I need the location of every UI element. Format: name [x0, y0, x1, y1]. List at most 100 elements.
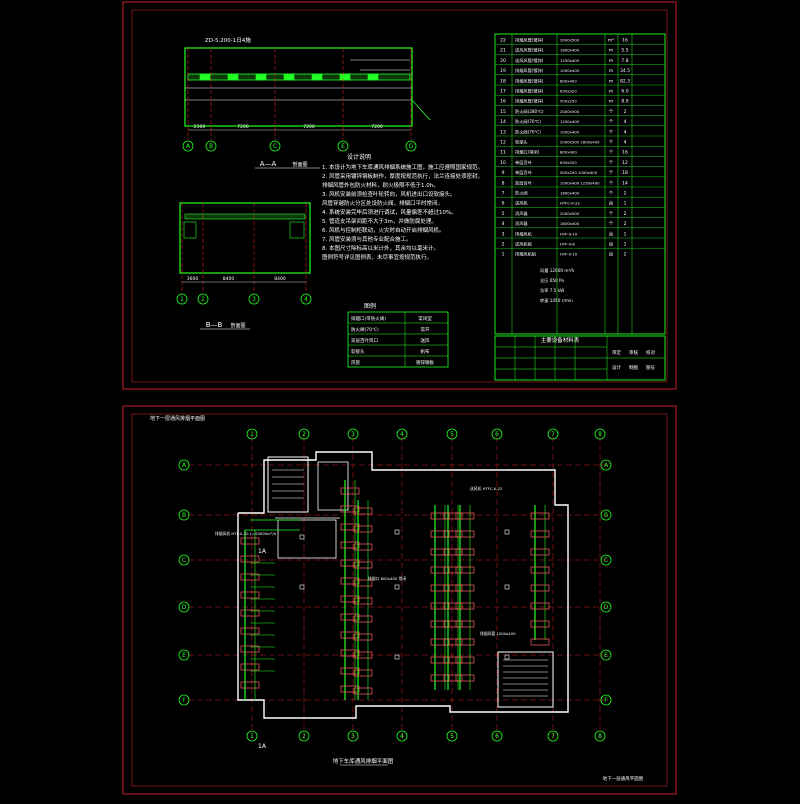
plan-axis-bottom-bubble — [396, 730, 408, 742]
column-marker — [504, 654, 510, 660]
equipment-no: 11 — [500, 150, 506, 156]
equipment-unit: 台 — [609, 241, 614, 248]
equipment-no: 13 — [500, 129, 506, 135]
equipment-qty: 2 — [624, 191, 627, 197]
plan-axis-top-bubble — [347, 428, 359, 440]
duct-run-b-outlet — [340, 631, 360, 639]
duct-run-c-outlet — [353, 687, 373, 695]
equipment-qty: 2 — [624, 211, 627, 217]
equipment-no: 15 — [500, 109, 506, 115]
bb-section-outline — [179, 202, 311, 274]
aa-axis-bubble — [269, 140, 281, 152]
column-marker — [299, 584, 305, 590]
title-block-cell: 校对 — [646, 349, 655, 356]
equipment-name: 防火阀(280℃) — [515, 108, 544, 115]
bb-duct-band — [184, 213, 306, 220]
equipment-name: 消声器 — [515, 220, 528, 227]
equipment-name: 双层百叶 — [515, 179, 533, 186]
duct-run-c-outlet — [353, 597, 373, 605]
aa-title: A—A — [260, 160, 277, 168]
equipment-unit: 个 — [609, 170, 614, 176]
equipment-qty: 2 — [624, 109, 627, 115]
duct-run-a-outlet — [240, 681, 260, 689]
duct-run-d-outlet — [430, 656, 450, 664]
equipment-unit: m — [609, 79, 613, 84]
aa-axis-bubble — [182, 140, 194, 152]
plan-axis-left-label: B — [182, 512, 186, 519]
duct-run-b-outlet — [340, 541, 360, 549]
legend-row-symbol: 帆布 — [421, 348, 430, 355]
plan-axis-bottom-label: 1 — [250, 733, 254, 740]
equipment-name: 排烟风机 — [515, 230, 533, 237]
equipment-spec: 2000x500 1600x400 — [560, 140, 600, 145]
plan-axis-top-label: 5 — [450, 431, 454, 438]
aa-duct-segment — [199, 73, 211, 81]
equipment-spec: 2000x500 — [560, 211, 580, 216]
equipment-name: 排烟口(常闭) — [515, 149, 540, 156]
bb-fan — [289, 221, 305, 239]
duct-run-b-outlet — [340, 523, 360, 531]
plan-axis-bottom-label: 4 — [400, 733, 404, 740]
aa-ramp-edge — [411, 99, 431, 121]
plan-axis-top-label: 6 — [495, 431, 499, 438]
duct-run-c-outlet — [353, 651, 373, 659]
duct-run-f-outlet — [455, 566, 475, 574]
plan-axis-bottom-label: 3 — [351, 733, 355, 740]
bb-subtitle: 剖面图 — [230, 322, 245, 329]
equipment-qty: 34.5 — [620, 68, 630, 74]
equipment-qty: 1 — [624, 242, 627, 248]
aa-dim-text: 7200 — [237, 124, 249, 130]
plan-axis-right-label: B — [604, 512, 608, 519]
bb-axis-label: 1 — [180, 296, 184, 303]
equipment-qty: 2 — [624, 252, 627, 258]
duct-run-a-outlet — [240, 609, 260, 617]
duct-run-e-outlet — [443, 512, 463, 520]
duct-run-f-outlet — [455, 584, 475, 592]
plan-axis-left-bubble — [178, 649, 190, 661]
equipment-name: 软接头 — [515, 139, 528, 146]
equipment-unit: 个 — [609, 180, 614, 186]
duct-run-b-outlet — [340, 667, 360, 675]
title-block-cell: 审定 — [612, 349, 621, 356]
equipment-spec: 2000x500 — [560, 109, 580, 114]
equipment-name: 送风风管(镀锌) — [515, 57, 544, 64]
equipment-spec: 1600x400 — [560, 48, 580, 53]
legend-table — [347, 311, 449, 368]
aa-axis-label: A — [186, 143, 191, 150]
duct-run-b-outlet — [340, 595, 360, 603]
aa-tag-top: ZD-5.200-1日4施 — [205, 36, 251, 44]
plan-axis-left-label: C — [182, 557, 186, 564]
plan-axis-bottom-bubble — [347, 730, 359, 742]
plan-ramp — [497, 651, 554, 708]
bb-title: B—B — [206, 321, 223, 329]
aa-axis-label: G — [409, 143, 414, 150]
duct-run-c-outlet — [353, 525, 373, 533]
plan-axis-top-label: 7 — [551, 431, 555, 438]
duct-run-g-outlet — [530, 512, 550, 520]
plan-axis-bottom-bubble — [491, 730, 503, 742]
fan-spec-line: 全压 650 Pa — [540, 277, 564, 284]
bb-fan — [183, 221, 197, 239]
equipment-unit: 台 — [609, 200, 614, 207]
duct-run-c-outlet — [353, 561, 373, 569]
equipment-spec: 500x250 1000x400 — [560, 170, 598, 175]
duct-run-f-outlet — [455, 512, 475, 520]
top-sheet-border — [131, 9, 668, 383]
duct-run-d-outlet — [430, 512, 450, 520]
equipment-spec: HTF-II-10 — [560, 231, 578, 236]
plan-axis-bottom-label: 8 — [598, 733, 602, 740]
plan-axis-top-label: 8 — [598, 431, 602, 438]
duct-run-d-outlet — [430, 548, 450, 556]
duct-run-e-outlet — [443, 566, 463, 574]
duct-run-d-outlet — [430, 602, 450, 610]
equipment-qty: 1 — [624, 201, 627, 207]
design-note-line: 3. 风机安装前须检查叶轮转向，风机进出口设软接头。 — [322, 192, 456, 198]
legend-row-name: 风管 — [351, 359, 360, 366]
duct-run-f-outlet — [455, 530, 475, 538]
duct-run-a-outlet — [240, 663, 260, 671]
duct-run-a-outlet — [240, 555, 260, 563]
aa-axis-bubble — [405, 140, 417, 152]
equipment-qty: 4 — [624, 129, 627, 135]
duct-run-g-outlet — [530, 602, 550, 610]
